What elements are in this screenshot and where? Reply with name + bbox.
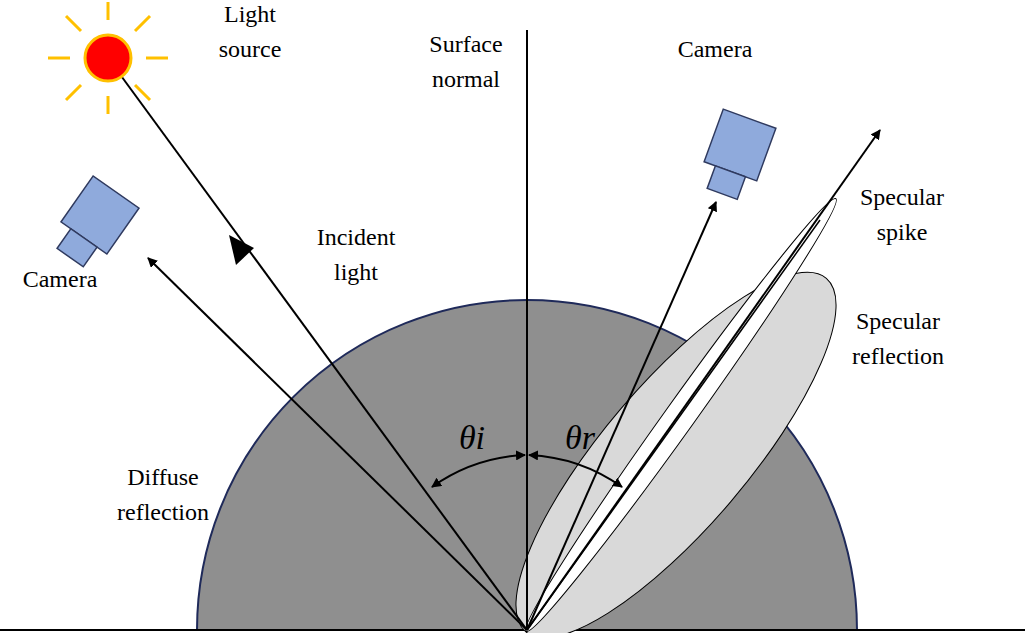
camera-symbol <box>47 176 139 274</box>
angle-label: θr <box>555 418 605 458</box>
camera-symbol <box>696 109 776 203</box>
diffuse-label: Diffuse reflection <box>103 460 223 530</box>
light-source-symbol <box>85 35 131 81</box>
camera-label: Camera <box>10 262 110 297</box>
spike-line <box>527 220 820 630</box>
specular-label: Specular reflection <box>833 304 963 374</box>
camera-label: Camera <box>665 32 765 67</box>
specular-ray <box>527 130 880 630</box>
incident-arrowhead <box>229 235 254 265</box>
diffuse-ray <box>148 258 527 630</box>
surface-line <box>0 629 1025 631</box>
sun-rays <box>48 2 168 114</box>
angle-arc <box>529 455 622 487</box>
incident-ray <box>108 58 527 630</box>
spike-label: Specular spike <box>847 180 957 250</box>
angle-label: θi <box>447 418 497 458</box>
source-label: Light source <box>210 0 290 67</box>
camera-ray <box>527 202 716 630</box>
normal-label: Surface normal <box>411 27 521 97</box>
normal-line <box>526 30 528 630</box>
incident-label: Incident light <box>306 220 406 290</box>
angle-arc <box>432 455 525 487</box>
